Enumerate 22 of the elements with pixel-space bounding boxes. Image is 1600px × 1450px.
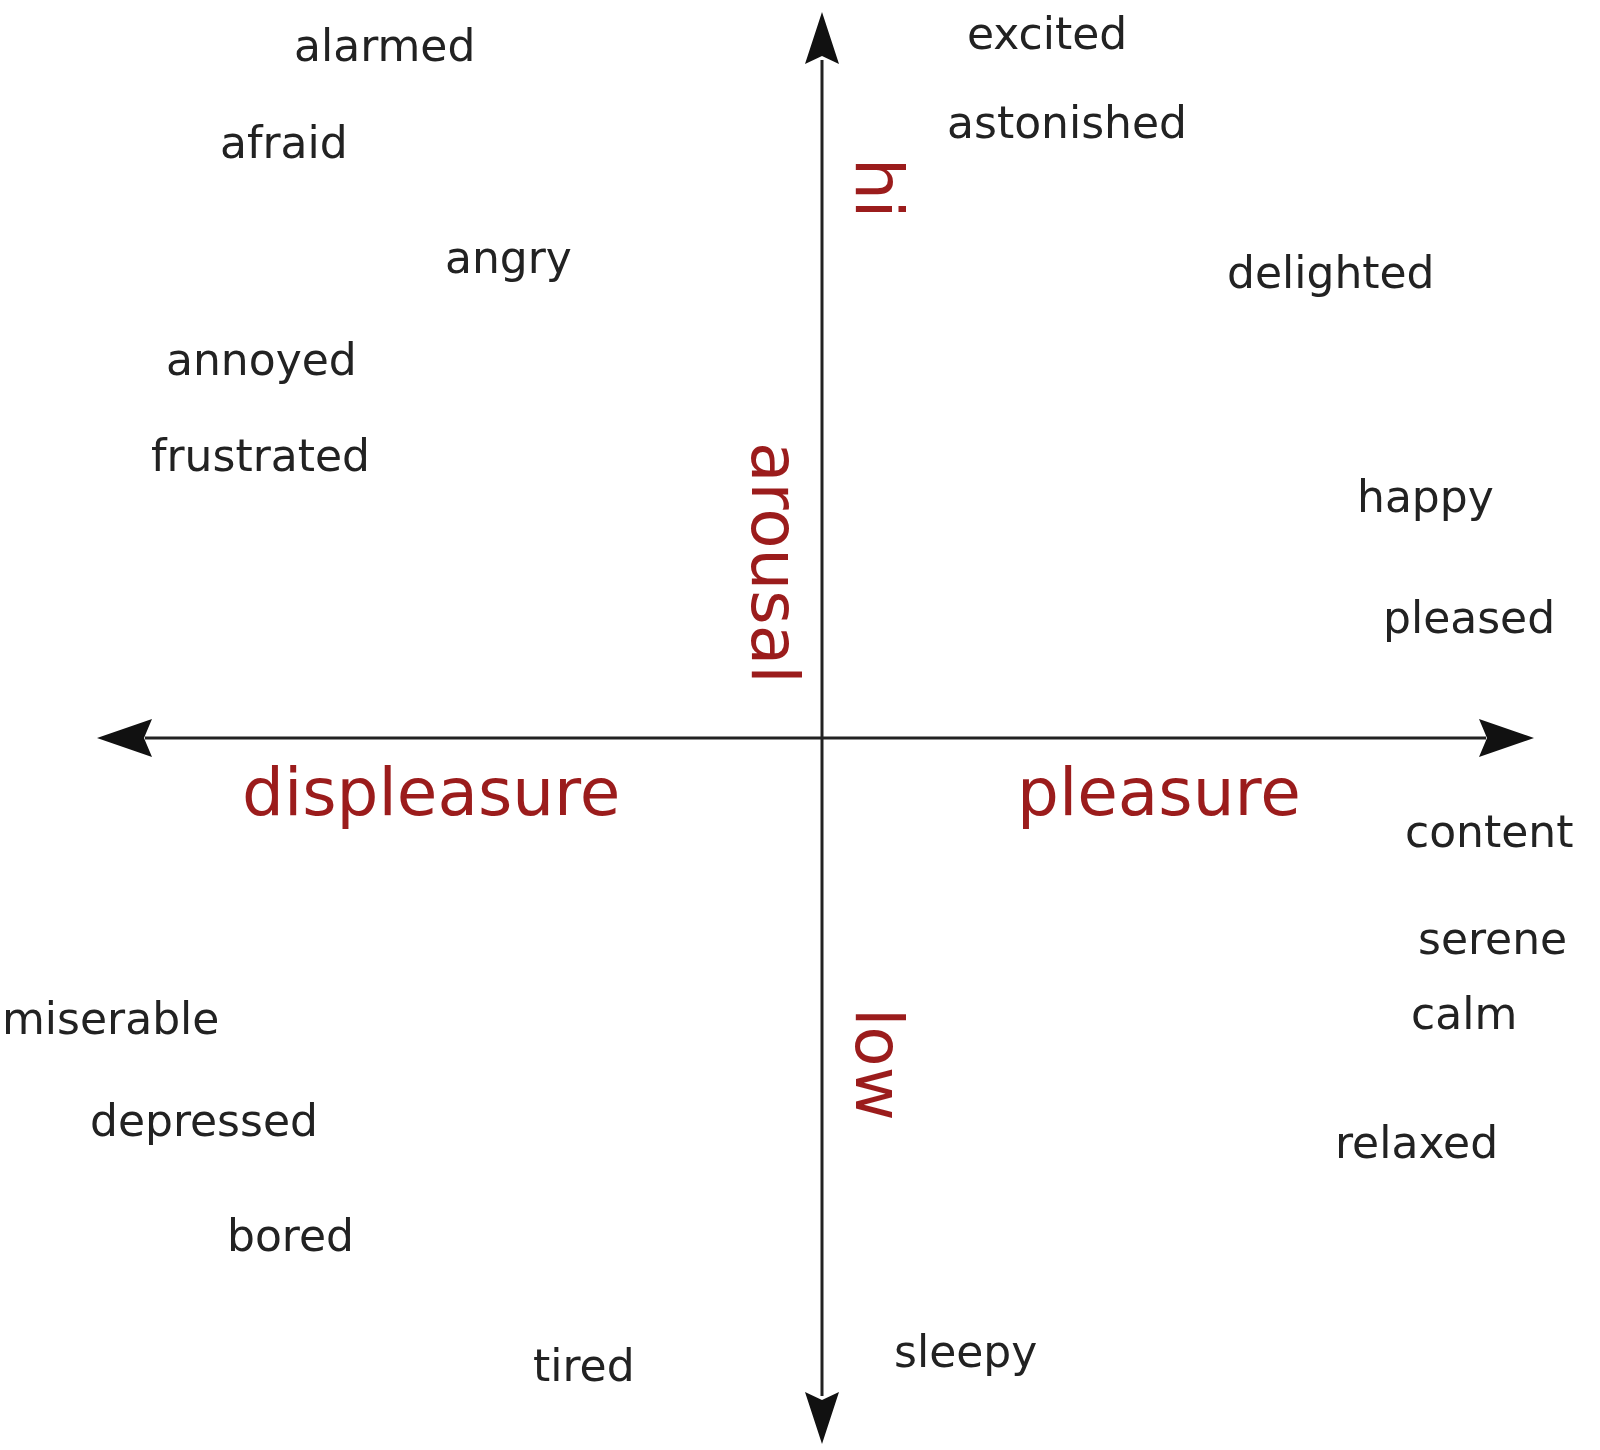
emotion-label: annoyed [166, 338, 357, 382]
emotion-label: afraid [220, 121, 348, 165]
axis-label: arousal [741, 442, 807, 684]
emotion-label: frustrated [151, 434, 370, 478]
emotion-label: sleepy [894, 1330, 1038, 1374]
emotion-label: serene [1418, 917, 1568, 961]
emotion-label: depressed [90, 1099, 318, 1143]
emotion-label: astonished [947, 101, 1187, 145]
emotion-label: bored [227, 1214, 354, 1258]
emotion-label: excited [967, 12, 1128, 56]
emotion-label: tired [533, 1344, 635, 1388]
emotion-label: pleased [1383, 596, 1556, 640]
emotion-label: relaxed [1335, 1121, 1499, 1165]
emotion-label: content [1405, 810, 1574, 854]
axis-label: low [845, 1008, 911, 1121]
emotion-label: angry [445, 236, 572, 280]
emotion-label: calm [1411, 992, 1518, 1036]
axis-label: hi [845, 158, 911, 219]
emotion-label: delighted [1227, 251, 1435, 295]
emotion-label: alarmed [294, 24, 476, 68]
emotion-label: miserable [2, 997, 220, 1041]
emotion-label: happy [1357, 475, 1494, 519]
